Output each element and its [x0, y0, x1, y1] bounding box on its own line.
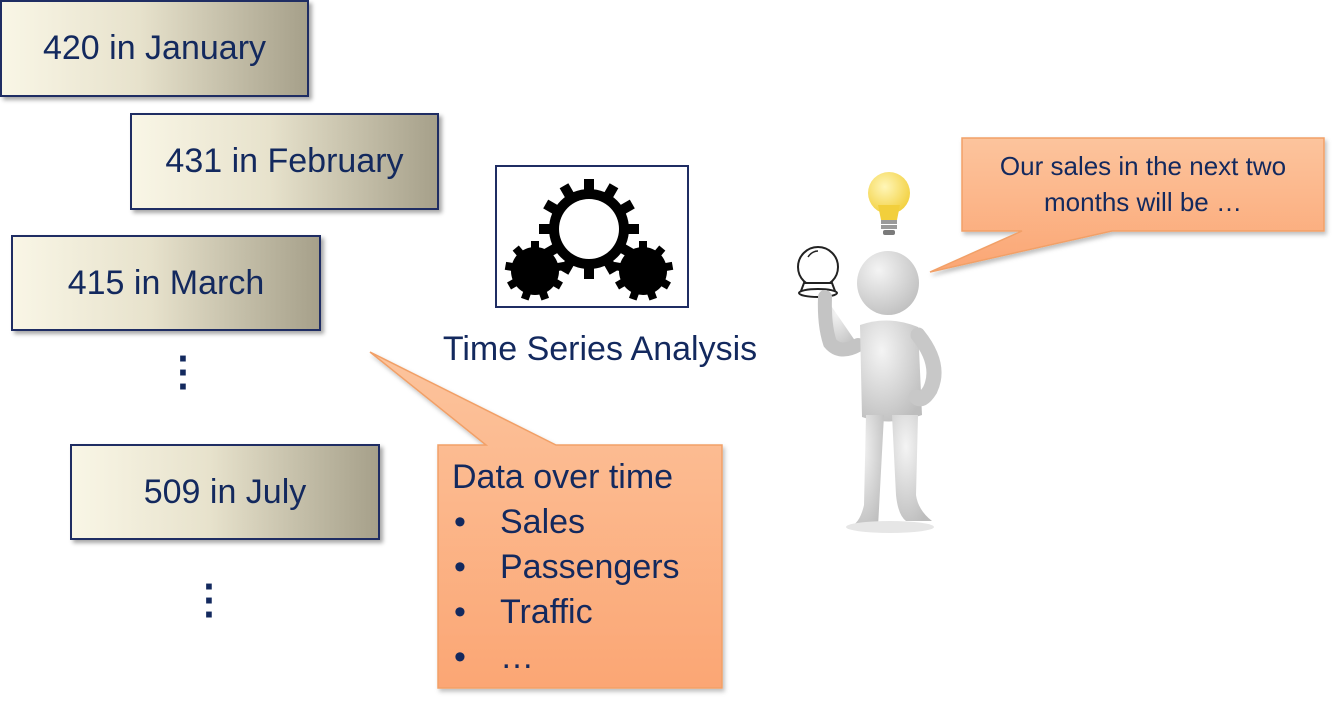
data-callout-heading: Data over time: [452, 458, 674, 496]
speech-callout-text: Our sales in the next two months will be…: [999, 151, 1287, 217]
data-box-label: 509 in July: [143, 472, 307, 511]
person-figure-icon: [797, 172, 942, 533]
small-gear-left-icon: [504, 241, 566, 301]
data-callout: Data over time Sales Passengers Traffic …: [438, 445, 722, 688]
crystal-ball-icon: [797, 246, 839, 298]
list-item: Sales: [452, 500, 708, 545]
data-box-march: 415 in March: [11, 235, 321, 331]
light-bulb-icon: [868, 172, 910, 235]
gears-box: [495, 165, 689, 308]
data-box-label: 431 in February: [165, 142, 404, 180]
data-callout-list: Sales Passengers Traffic …: [452, 500, 708, 680]
large-gear-icon: [539, 179, 639, 279]
data-box-label: 420 in January: [42, 29, 267, 67]
speech-callout: Our sales in the next two months will be…: [962, 138, 1324, 231]
data-box-february: 431 in February: [130, 113, 439, 210]
gears-icon: [504, 179, 674, 301]
list-item: …: [452, 635, 708, 680]
data-box-july: 509 in July: [70, 444, 380, 540]
data-box-label: 415 in March: [67, 263, 265, 302]
list-item: Passengers: [452, 545, 708, 590]
data-box-january: 420 in January: [0, 0, 309, 97]
list-item: Traffic: [452, 590, 708, 635]
small-gear-right-icon: [612, 241, 674, 301]
center-title: Time Series Analysis: [442, 330, 758, 368]
speech-callout-shape: [929, 137, 1325, 273]
